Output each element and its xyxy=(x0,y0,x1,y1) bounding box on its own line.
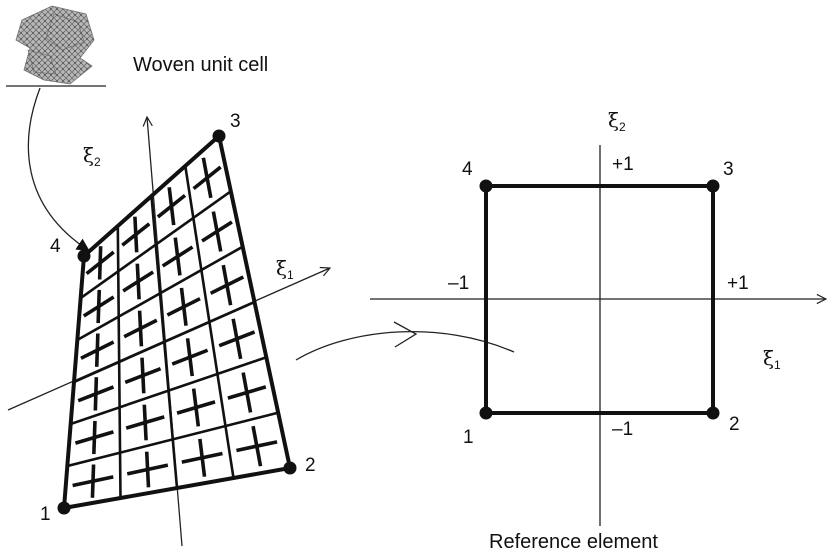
reference-corner-label-4: 4 xyxy=(462,159,473,180)
reference-element-caption: Reference element xyxy=(489,531,658,553)
tick-label-right: +1 xyxy=(727,273,749,294)
tick-label-top: +1 xyxy=(612,154,634,175)
mapping-arrowhead xyxy=(393,321,418,348)
reference-node-3 xyxy=(706,179,720,193)
physical-corner-nodes xyxy=(57,129,297,515)
physical-xi2-label: ξ2 xyxy=(83,143,101,169)
grid-line xyxy=(72,300,257,384)
fiber-cross-warp xyxy=(198,438,207,477)
fiber-cross-warp xyxy=(173,237,182,276)
fiber-cross-warp xyxy=(241,372,253,413)
reference-xi1-label: ξ1 xyxy=(763,346,781,372)
physical-corner-label-1: 1 xyxy=(40,504,51,525)
grid-line xyxy=(65,411,280,468)
grid-line xyxy=(75,244,245,342)
mapping-arrow xyxy=(295,330,515,361)
fiber-cross-warp xyxy=(140,357,146,394)
physical-node-2 xyxy=(283,461,297,475)
reference-corner-nodes xyxy=(479,179,720,420)
fiber-crosses xyxy=(72,157,278,498)
reference-corner-label-1: 1 xyxy=(463,427,474,448)
fiber-cross-warp xyxy=(93,377,99,411)
fiber-cross-warp xyxy=(144,451,151,488)
woven-unit-cell-caption: Woven unit cell xyxy=(133,54,269,76)
fiber-cross-warp xyxy=(94,333,100,367)
woven-unit-cell-icon xyxy=(6,5,106,87)
reference-node-4 xyxy=(479,179,493,193)
fiber-cross-warp xyxy=(201,157,213,199)
physical-node-1 xyxy=(57,501,71,515)
fiber-cross-warp xyxy=(185,338,195,377)
fiber-cross-warp xyxy=(137,310,144,347)
reference-element xyxy=(370,145,826,526)
fiber-cross-warp xyxy=(191,388,201,427)
fiber-cross-warp xyxy=(142,404,148,441)
physical-corner-label-3: 3 xyxy=(230,111,241,132)
physical-corner-label-2: 2 xyxy=(305,455,316,476)
reference-node-1 xyxy=(479,406,493,420)
fiber-cross-warp xyxy=(221,264,233,306)
fiber-cross-warp xyxy=(211,211,223,252)
reference-node-2 xyxy=(706,406,720,420)
grid-line xyxy=(69,355,268,426)
physical-node-4 xyxy=(77,249,91,263)
physical-element-edge xyxy=(61,465,293,511)
fiber-cross-warp xyxy=(96,289,102,324)
physical-element-edge xyxy=(81,133,222,259)
reference-corner-label-2: 2 xyxy=(729,414,740,435)
tick-label-left: –1 xyxy=(448,273,470,294)
fiber-cross-warp xyxy=(133,216,139,253)
physical-corner-label-4: 4 xyxy=(50,236,61,257)
reference-square xyxy=(484,184,715,415)
fiber-cross-warp xyxy=(167,187,176,226)
fiber-cross-warp xyxy=(90,464,96,498)
tick-label-bottom: –1 xyxy=(612,419,634,440)
fiber-cross-warp xyxy=(135,263,141,300)
reference-xi2-label: ξ2 xyxy=(608,108,626,134)
unit-cell-mapping-arrow xyxy=(27,87,90,252)
fiber-cross-warp xyxy=(251,425,263,467)
fiber-cross-warp xyxy=(231,318,243,360)
fiber-cross-warp xyxy=(92,420,97,455)
physical-element xyxy=(7,87,330,547)
grid-line xyxy=(78,189,233,300)
reference-corner-label-3: 3 xyxy=(723,159,734,180)
physical-xi1-label: ξ1 xyxy=(276,256,294,282)
fiber-cross-warp xyxy=(97,246,103,280)
physical-node-3 xyxy=(212,129,226,143)
fiber-cross-warp xyxy=(179,287,188,326)
physical-element-grid xyxy=(61,133,293,511)
